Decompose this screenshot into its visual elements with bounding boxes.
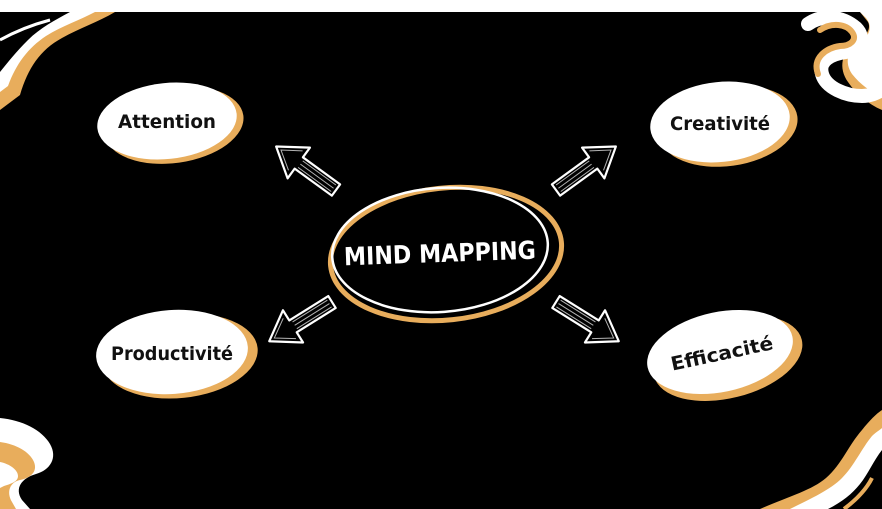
center-node-outline <box>330 186 550 314</box>
node-creativite-bubble <box>650 81 790 163</box>
node-efficacite-bubble <box>647 309 793 395</box>
node-attention-bubble <box>97 82 237 160</box>
center-node: MIND MAPPING <box>327 184 565 324</box>
node-productivite: Productivité <box>96 309 258 399</box>
center-node-label: MIND MAPPING <box>343 236 536 272</box>
node-attention: Attention <box>97 82 244 164</box>
node-creativite-label: Creativité <box>670 113 770 135</box>
node-productivite-label: Productivité <box>111 343 233 365</box>
corner-swirl-bottom-left <box>0 418 54 509</box>
corner-swirl-bottom-right <box>760 410 882 509</box>
corner-swirl-top-right <box>801 10 882 110</box>
node-creativite: Creativité <box>650 81 798 167</box>
node-productivite-bubble <box>96 309 248 395</box>
corner-swirl-top-left <box>0 12 115 110</box>
node-efficacite: Efficacité <box>647 309 803 401</box>
node-attention-label: Attention <box>118 111 216 133</box>
